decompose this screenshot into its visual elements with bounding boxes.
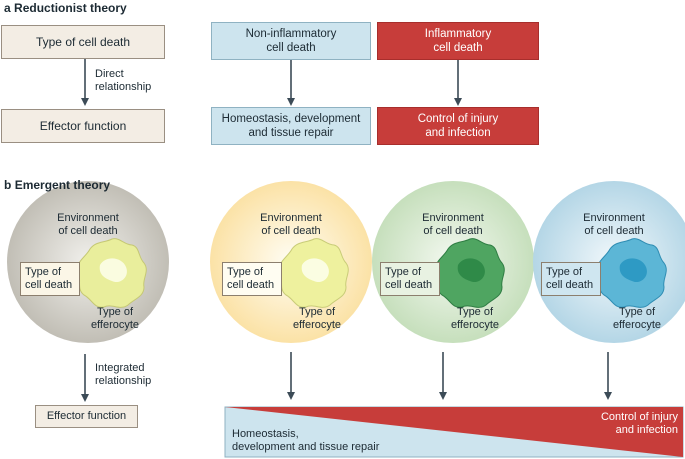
tod-3-line1: Type of [385, 266, 422, 278]
eff-3-line2: efferocyte [450, 319, 500, 331]
section-a-title: a Reductionist theory [4, 1, 127, 15]
gradient-red-wedge [225, 407, 683, 457]
efferocyte-label-2: Type of efferocyte [282, 306, 352, 332]
tod-2-line2: cell death [227, 279, 275, 291]
eff-3-line1: Type of [456, 306, 494, 318]
integrated-relationship-line1: Integrated [95, 362, 145, 374]
section-a-letter: a [4, 1, 11, 15]
tod-2-line1: Type of [227, 266, 264, 278]
type-of-cell-death-box: Type of cell death [1, 25, 165, 59]
environment-2-line2: of cell death [261, 225, 321, 237]
efferocyte-icon-1 [77, 238, 147, 308]
eff-1-line2: efferocyte [90, 319, 140, 331]
inflammatory-box: Inflammatory cell death [377, 22, 539, 60]
eff-2-line2: efferocyte [292, 319, 342, 331]
gradient-control-line1: Control of injury [600, 411, 678, 423]
section-b-heading: Emergent theory [14, 178, 111, 192]
environment-label-4: Environment of cell death [564, 212, 664, 238]
efferocyte-icon-4 [597, 238, 667, 308]
environment-3-line2: of cell death [423, 225, 483, 237]
control-line2: and infection [425, 127, 491, 139]
eff-1-line1: Type of [96, 306, 134, 318]
environment-3-line1: Environment [422, 212, 484, 224]
environment-label-1: Environment of cell death [38, 212, 138, 238]
gradient-control-label: Control of injury and infection [578, 411, 678, 437]
gradient-homeostasis-label: Homeostasis, development and tissue repa… [232, 428, 379, 454]
efferocyte-label-4: Type of efferocyte [602, 306, 672, 332]
control-of-injury-box: Control of injury and infection [377, 107, 539, 145]
direct-relationship-line2: relationship [95, 81, 152, 93]
gradient-homeostasis-line2: development and tissue repair [232, 441, 380, 453]
eff-4-line1: Type of [618, 306, 656, 318]
homeostasis-line1: Homeostasis, development [221, 113, 361, 125]
tod-3-line2: cell death [385, 279, 433, 291]
homeostasis-line2: and tissue repair [248, 127, 334, 139]
effector-function-label-a: Effector function [39, 119, 127, 133]
non-inflammatory-line1: Non-inflammatory [245, 28, 337, 40]
non-inflammatory-line2: cell death [266, 42, 316, 54]
non-inflammatory-box: Non-inflammatory cell death [211, 22, 371, 60]
tod-4-line1: Type of [546, 266, 583, 278]
section-b-title: b Emergent theory [4, 178, 110, 192]
environment-1-line2: of cell death [58, 225, 118, 237]
direct-relationship-line1: Direct [95, 68, 124, 80]
tod-1-line2: cell death [25, 279, 73, 291]
effector-function-box-a: Effector function [1, 109, 165, 143]
type-of-cell-death-box-1: Type of cell death [20, 262, 80, 296]
efferocyte-label-1: Type of efferocyte [80, 306, 150, 332]
tod-4-line2: cell death [546, 279, 594, 291]
eff-2-line1: Type of [298, 306, 336, 318]
efferocyte-icon-2 [279, 238, 349, 308]
homeostasis-box: Homeostasis, development and tissue repa… [211, 107, 371, 145]
type-of-cell-death-box-2: Type of cell death [222, 262, 282, 296]
inflammatory-line1: Inflammatory [424, 28, 492, 40]
type-of-cell-death-box-4: Type of cell death [541, 262, 601, 296]
environment-2-line1: Environment [260, 212, 322, 224]
type-of-cell-death-box-3: Type of cell death [380, 262, 440, 296]
section-b-letter: b [4, 178, 12, 192]
efferocyte-label-3: Type of efferocyte [440, 306, 510, 332]
efferocyte-icon-3 [435, 238, 505, 308]
control-line1: Control of injury [417, 113, 499, 125]
environment-label-2: Environment of cell death [241, 212, 341, 238]
environment-label-3: Environment of cell death [403, 212, 503, 238]
integrated-relationship-label: Integrated relationship [95, 362, 151, 388]
environment-4-line1: Environment [583, 212, 645, 224]
direct-relationship-label: Direct relationship [95, 68, 151, 94]
environment-1-line1: Environment [57, 212, 119, 224]
tod-1-line1: Type of [25, 266, 62, 278]
section-a-heading: Reductionist theory [14, 1, 127, 15]
environment-4-line2: of cell death [584, 225, 644, 237]
eff-4-line2: efferocyte [612, 319, 662, 331]
type-of-cell-death-label: Type of cell death [35, 35, 131, 49]
gradient-control-line2: and infection [615, 424, 678, 436]
gradient-homeostasis-line1: Homeostasis, [232, 428, 299, 440]
effector-function-box-b: Effector function [35, 405, 138, 428]
inflammatory-line2: cell death [433, 42, 483, 54]
integrated-relationship-line2: relationship [95, 375, 152, 387]
effector-function-label-b: Effector function [46, 410, 127, 422]
